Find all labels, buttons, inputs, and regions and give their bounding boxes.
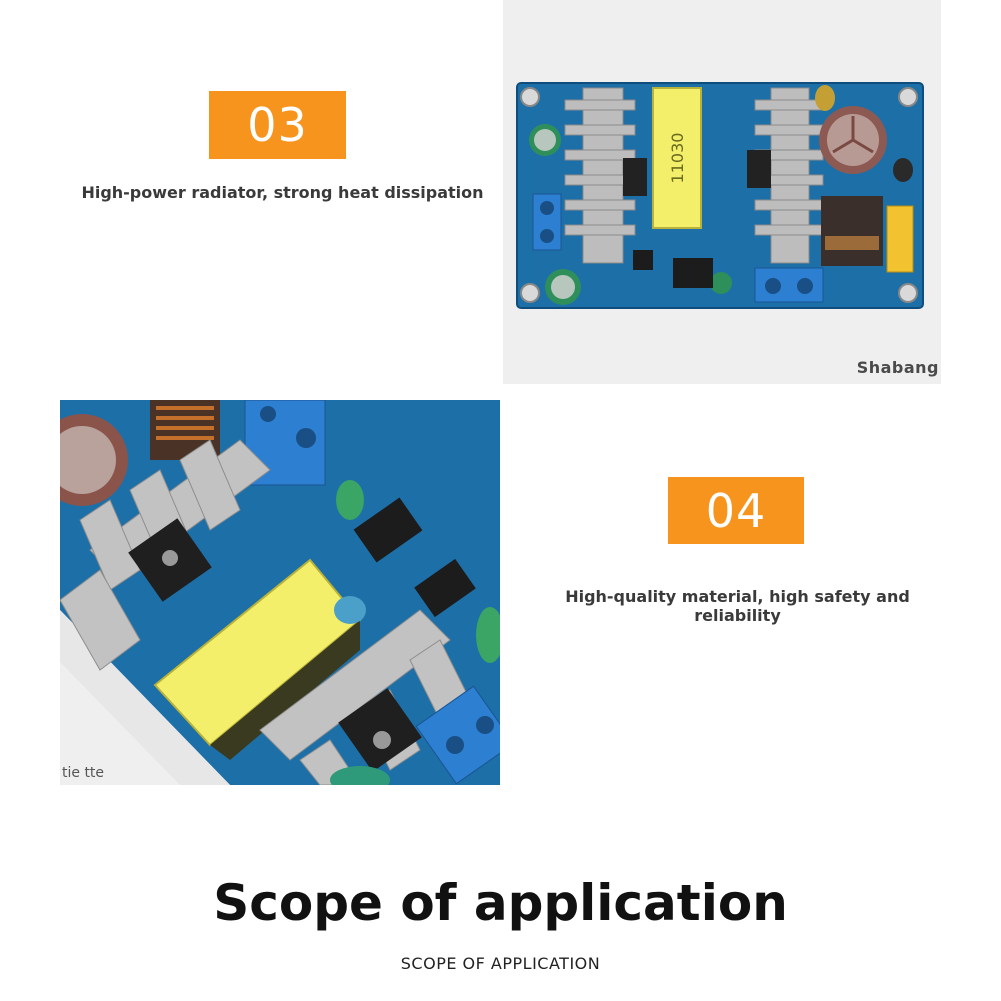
pcb-photo-bottom: tie tte [60, 400, 500, 785]
feature-caption-heat-dissipation: High-power radiator, strong heat dissipa… [81, 183, 484, 202]
corner-mark: tie tte [62, 765, 104, 781]
section-title: Scope of application [213, 874, 788, 932]
feature-number-04: 04 [668, 477, 804, 544]
feature-caption-safety-reliability: High-quality material, high safety and r… [565, 587, 910, 625]
section-subtitle: SCOPE OF APPLICATION [400, 954, 601, 973]
feature-number-03: 03 [209, 91, 346, 159]
pcb-photo-top: 11030 Shabang [503, 0, 941, 384]
transformer-label: 11030 [668, 133, 687, 184]
brand-watermark: Shabang [856, 358, 939, 377]
